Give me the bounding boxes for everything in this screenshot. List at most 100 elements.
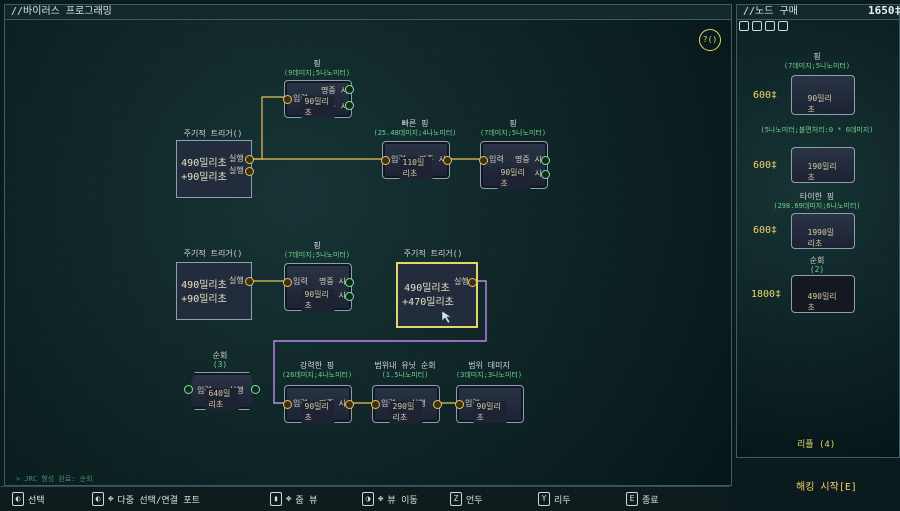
output-port[interactable] (541, 156, 550, 165)
key-e-icon: E (626, 492, 638, 506)
help-button[interactable]: ?() (699, 29, 721, 51)
strong-ping-node[interactable]: 입력 명중 시 90밀리초 (283, 385, 354, 423)
output-port[interactable] (245, 277, 254, 286)
shop-item-loop[interactable]: 490밀리초 (791, 275, 855, 313)
node-title: 순회 (212, 351, 228, 360)
filter-icon[interactable] (765, 21, 775, 31)
periodic-trigger-2[interactable]: 490밀리초 +90밀리초 실행 (176, 262, 254, 320)
periodic-trigger-3[interactable]: 490밀리초 +470밀리초 실행 (396, 262, 478, 328)
move-arrows-icon: ✥ (286, 494, 292, 504)
help-label: ?() (702, 35, 718, 44)
rules-button[interactable]: 리플 (4) (797, 440, 836, 450)
ping-node-1[interactable]: 입력 명중 시 명중 시 90밀리초 (283, 80, 354, 118)
input-port[interactable] (184, 385, 193, 394)
port-label: 명중 시 (321, 86, 348, 95)
shop-item-split[interactable]: 190밀리초 (791, 147, 855, 183)
output-port[interactable] (345, 278, 354, 287)
input-port[interactable] (283, 95, 292, 104)
input-port[interactable] (371, 400, 380, 409)
filter-icon[interactable] (752, 21, 762, 31)
node-sub: (7데미지;5나노미터) (479, 129, 547, 137)
node-title: 범위내 유닛 순회 (374, 361, 436, 370)
toolbar-icons (739, 21, 788, 31)
move-arrows-icon: ✥ (108, 494, 114, 504)
output-port[interactable] (245, 167, 254, 176)
hint-label: 종료 (642, 495, 659, 506)
input-port[interactable] (455, 400, 464, 409)
output-port[interactable] (345, 85, 354, 94)
shop-item-price: 600‡ (753, 90, 778, 101)
node-shop-panel: //노드 구매 핑 (7데미지;5나노미터) 600‡ 90밀리초 (5나노미터… (736, 4, 900, 458)
mouse-wheel-icon: ▮ (270, 492, 282, 506)
output-port[interactable] (345, 292, 354, 301)
shop-title: //노드 구매 (737, 5, 899, 20)
output-port[interactable] (345, 400, 354, 409)
output-port[interactable] (443, 156, 452, 165)
ping-node-2[interactable]: 입력 명중 시 명중 시 90밀리초 (479, 141, 550, 189)
node-title: 주기적 트리거() (403, 249, 463, 258)
output-port[interactable] (541, 170, 550, 179)
node-sub: (25.48데미지;4나노미터) (373, 129, 457, 137)
input-port[interactable] (381, 156, 390, 165)
port-label: 입력 (381, 399, 396, 408)
shop-title-text: //노드 구매 (743, 6, 798, 17)
fast-ping-node[interactable]: 입력 명중 시 110밀리초 (381, 141, 452, 179)
input-port[interactable] (283, 278, 292, 287)
periodic-trigger-1[interactable]: 490밀리초 +90밀리초 실행 실행 (176, 140, 254, 198)
programming-panel: //바이러스 프로그래밍 ?() (4, 4, 732, 486)
mouse-icon: ◑ (362, 492, 374, 506)
shop-item-price: 600‡ (753, 225, 778, 236)
output-port[interactable] (245, 155, 254, 164)
start-hack-button[interactable]: 해킹 시작[E] (796, 482, 857, 493)
port-label: 입력 (465, 399, 480, 408)
shop-item-heavy-ping[interactable]: 1990밀리초 (791, 213, 855, 249)
port-label: 명중 시 (515, 155, 542, 164)
filter-icon[interactable] (778, 21, 788, 31)
node-title: 핑 (313, 241, 321, 250)
output-port[interactable] (251, 385, 260, 394)
node-cost: 640밀리초 (205, 388, 239, 410)
node-title: 주기적 트리거() (183, 249, 243, 258)
input-port[interactable] (479, 156, 488, 165)
node-sub: (3) (212, 360, 228, 369)
key-z-icon: Z (450, 492, 462, 506)
output-port[interactable] (433, 400, 442, 409)
area-damage-node[interactable]: 입력 90밀리초 (455, 385, 524, 423)
hint-multiselect: ◐✥다중 선택/연결 포트 (92, 492, 200, 506)
loop-node[interactable]: 입력 실행 640밀리초 (188, 372, 256, 410)
output-port[interactable] (468, 278, 477, 287)
node-cost: 90밀리초 (301, 96, 335, 118)
port-label: 입력 (391, 155, 406, 164)
output-port[interactable] (345, 101, 354, 110)
hint-exit: E 종료 (626, 492, 659, 506)
shop-item-title: 순회 (809, 256, 825, 265)
trigger-interval: 490밀리초 (181, 280, 227, 291)
hint-select: ◐ 선택 (12, 492, 45, 506)
node-sub: (26데미지;4나노미터) (281, 371, 353, 379)
ping-node-3[interactable]: 입력 명중 시 명중 시 90밀리초 (283, 263, 354, 311)
shop-item-sub: (7데미지;5나노미터) (783, 62, 851, 70)
node-sub: (7데미지;5나노미터) (283, 251, 351, 259)
shop-item-sub: (2) (809, 265, 825, 274)
input-port[interactable] (283, 400, 292, 409)
trigger-interval: 490밀리초 (181, 158, 227, 169)
port-label: 실행 (229, 154, 244, 163)
filter-icon[interactable] (739, 21, 749, 31)
hint-pan: ◑✥뷰 이동 (362, 492, 418, 506)
shop-item-sub: (5나노미터;블편처리:0 * 6데미지) (760, 126, 874, 134)
mouse-icon: ◐ (92, 492, 104, 506)
node-cost: 290밀리초 (389, 401, 423, 423)
node-title: 주기적 트리거() (183, 129, 243, 138)
shop-item-title: 타이한 핑 (799, 192, 835, 201)
status-log: > JRC 형성 완료: 순회 (16, 475, 93, 483)
node-cost: 90밀리초 (301, 401, 335, 423)
shop-item-ping[interactable]: 90밀리초 (791, 75, 855, 115)
mouse-icon: ◐ (12, 492, 24, 506)
hint-label: 선택 (28, 495, 45, 506)
node-cost: 90밀리초 (497, 167, 531, 189)
node-cost: 90밀리초 (473, 401, 507, 423)
panel-title-text: //바이러스 프로그래밍 (11, 6, 112, 17)
range-loop-node[interactable]: 입력 실행 290밀리초 (371, 385, 442, 423)
